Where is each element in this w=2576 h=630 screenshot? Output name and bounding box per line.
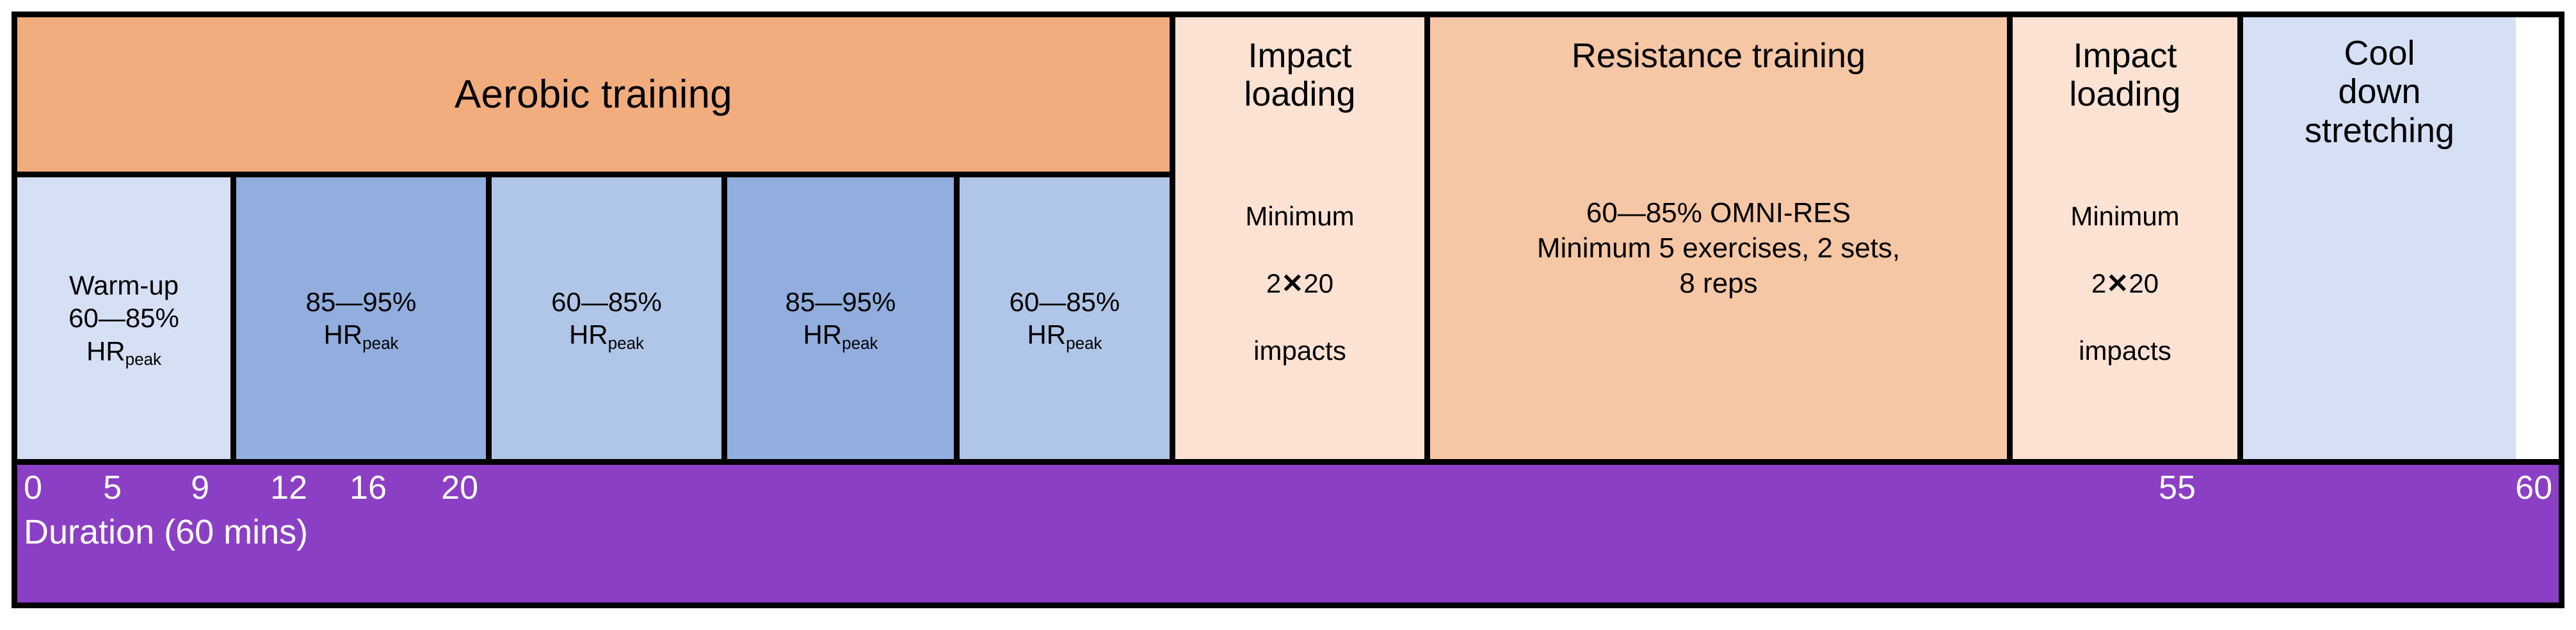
duration-tick-60: 60: [2515, 469, 2552, 506]
hr-text: HR: [803, 319, 842, 350]
impact-2-count-a: 2: [2091, 268, 2107, 299]
duration-tick-20: 20: [441, 469, 478, 506]
resistance-training-detail: 60—85% OMNI-RES Minimum 5 exercises, 2 s…: [1536, 197, 1901, 299]
duration-tick-12: 12: [270, 469, 307, 506]
multiply-icon: ✕: [2106, 268, 2129, 299]
resistance-training-column: Resistance training 60—85% OMNI-RES Mini…: [1424, 17, 2007, 459]
impact-loading-1-title: Impact loading: [1244, 36, 1356, 114]
impact-2-line3: impacts: [2079, 335, 2171, 366]
impact-1-line1: Minimum: [1245, 201, 1355, 232]
chart-box: Aerobic training Warm-up 60—85% HRpeak 8…: [12, 12, 2564, 608]
aerobic-cell-2-range: 85—95%: [305, 286, 417, 317]
aerobic-cell-3-hr: HRpeak: [568, 318, 645, 353]
impact-2-line1: Minimum: [2070, 201, 2180, 232]
impact-1-count-a: 2: [1266, 268, 1282, 299]
hr-subscript: peak: [842, 333, 878, 353]
aerobic-cell-warmup-range: 60—85%: [68, 303, 179, 334]
aerobic-cell-warmup-name: Warm-up: [68, 270, 179, 301]
hr-text: HR: [1027, 319, 1067, 350]
aerobic-cell-5: 60—85% HRpeak: [960, 177, 1170, 459]
program-row: Aerobic training Warm-up 60—85% HRpeak 8…: [17, 17, 2559, 459]
impact-1-line3: impacts: [1253, 335, 1346, 366]
aerobic-cell-5-hr: HRpeak: [1027, 318, 1102, 353]
duration-axis-label: Duration (60 mins): [24, 513, 309, 551]
duration-tick-16: 16: [350, 469, 387, 506]
hr-subscript: peak: [125, 350, 162, 369]
cool-down-column: Cool down stretching: [2237, 17, 2516, 459]
aerobic-cell-4: 85—95% HRpeak: [727, 177, 960, 459]
hr-text: HR: [86, 335, 125, 366]
aerobic-cell-4-hr: HRpeak: [803, 318, 878, 353]
hr-text: HR: [323, 319, 363, 350]
aerobic-subcells: Warm-up 60—85% HRpeak 85—95% HRpeak 60—8…: [17, 177, 1170, 459]
aerobic-cell-4-range: 85—95%: [785, 286, 896, 317]
impact-loading-2-title: Impact loading: [2069, 36, 2181, 114]
impact-2-count-b: 20: [2129, 268, 2159, 299]
aerobic-cell-warmup-hr: HRpeak: [86, 335, 162, 369]
multiply-icon: ✕: [1281, 268, 1304, 299]
resistance-training-title: Resistance training: [1571, 36, 1866, 75]
aerobic-cell-5-range: 60—85%: [1009, 286, 1120, 317]
duration-tick-5: 5: [103, 469, 122, 506]
impact-loading-2-detail: Minimum 2✕20 impacts: [2061, 166, 2188, 407]
aerobic-cell-2-hr: HRpeak: [323, 318, 399, 353]
hr-subscript: peak: [1066, 333, 1102, 353]
hr-text: HR: [568, 319, 608, 350]
hr-subscript: peak: [608, 333, 645, 353]
hr-subscript: peak: [362, 333, 399, 353]
duration-axis-bar: 0 5 9 12 16 20 55 60 Duration (60 mins): [17, 459, 2559, 602]
impact-loading-column-1: Impact loading Minimum 2✕20 impacts: [1170, 17, 1424, 459]
cool-down-title: Cool down stretching: [2304, 34, 2455, 150]
impact-1-count-b: 20: [1303, 268, 1334, 299]
aerobic-training-title: Aerobic training: [17, 17, 1170, 177]
duration-tick-0: 0: [24, 469, 42, 506]
duration-tick-9: 9: [191, 469, 209, 506]
duration-tick-55: 55: [2159, 469, 2196, 506]
aerobic-cell-3: 60—85% HRpeak: [492, 177, 727, 459]
aerobic-cell-3-range: 60—85%: [551, 286, 662, 317]
impact-loading-column-2: Impact loading Minimum 2✕20 impacts: [2007, 17, 2237, 459]
impact-loading-1-detail: Minimum 2✕20 impacts: [1236, 166, 1363, 407]
aerobic-training-block: Aerobic training Warm-up 60—85% HRpeak 8…: [17, 17, 1170, 459]
aerobic-cell-2: 85—95% HRpeak: [236, 177, 492, 459]
aerobic-cell-warmup: Warm-up 60—85% HRpeak: [17, 177, 236, 459]
